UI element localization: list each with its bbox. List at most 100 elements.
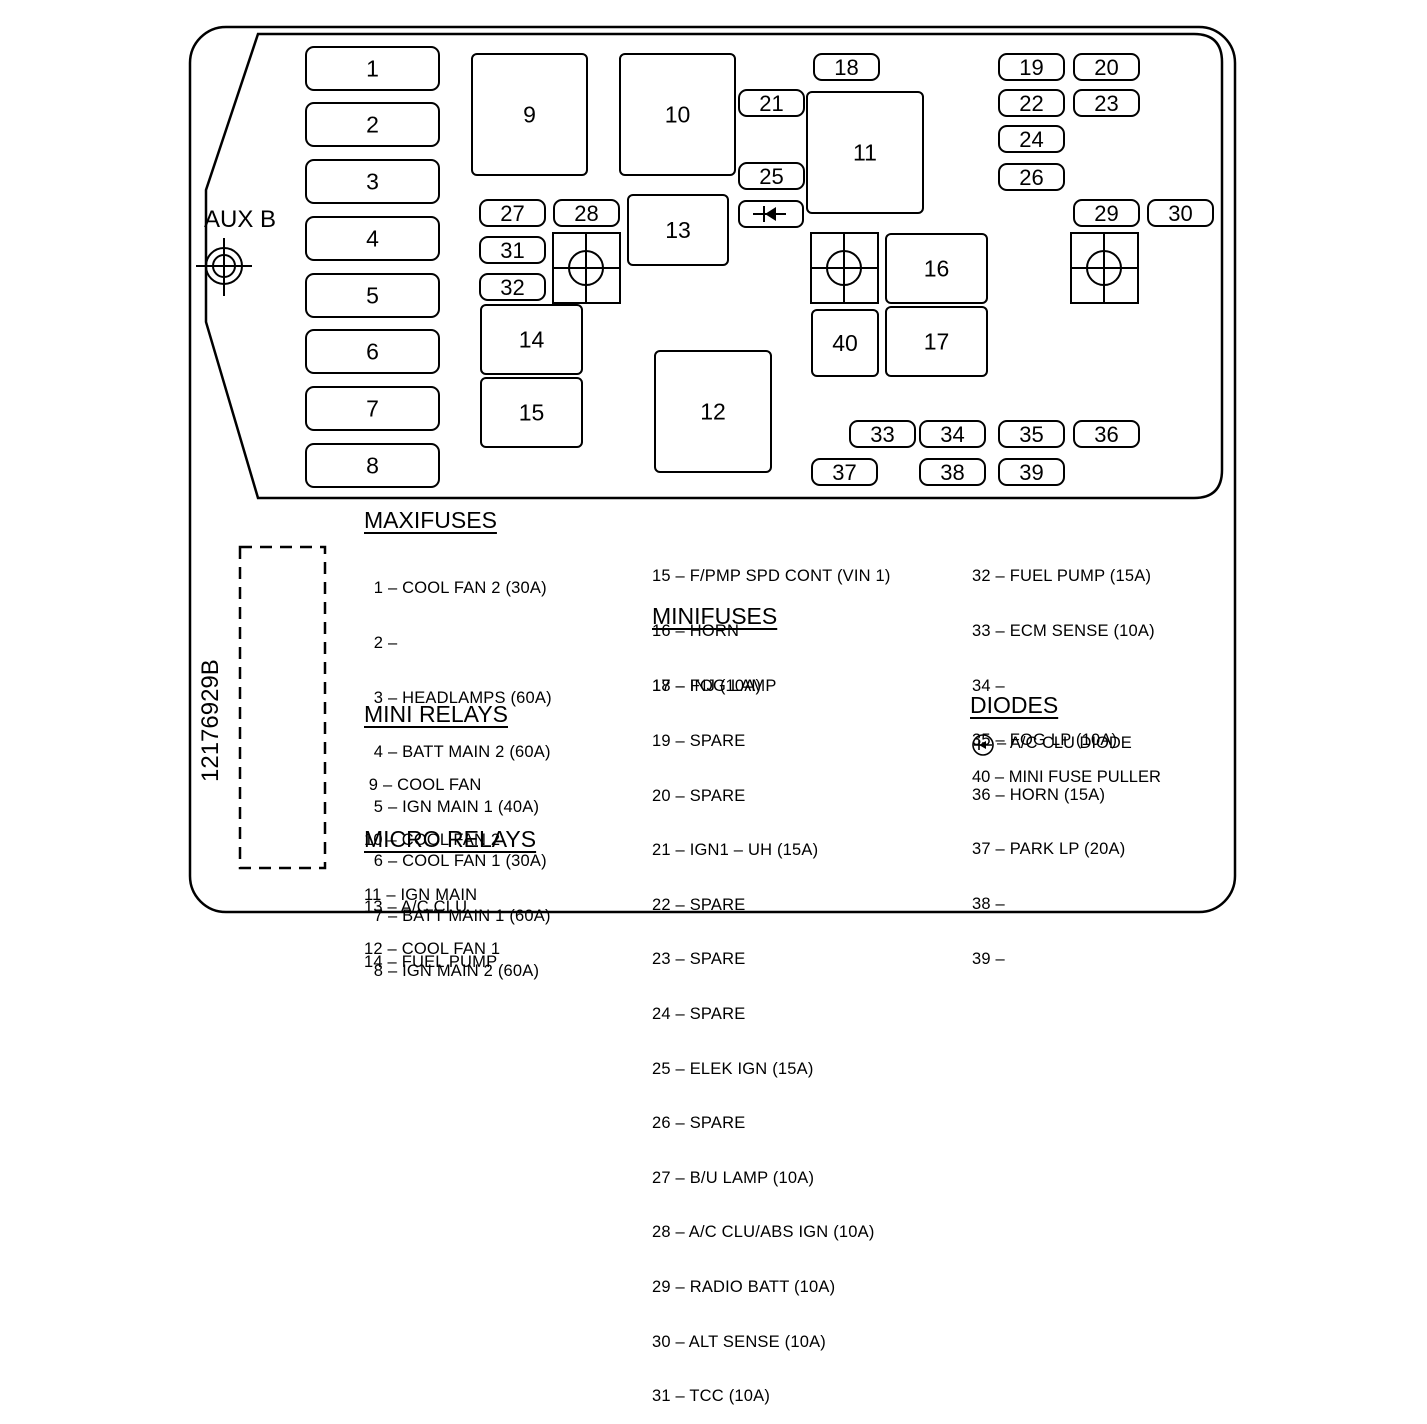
diode-legend-item: – A/C CLU DIODE: [997, 734, 1132, 752]
legend-item: 21 – IGN1 – UH (15A): [652, 841, 819, 860]
component-outline: [480, 304, 583, 375]
legend-item: 10 – COOL FAN 2: [364, 831, 501, 849]
legend-item: 32 – FUEL PUMP (15A): [972, 567, 1152, 586]
component-18: 18: [813, 53, 880, 81]
component-26: 26: [998, 163, 1065, 191]
legend-item: 3 – HEADLAMPS (60A): [369, 688, 552, 707]
component-12: 12: [654, 350, 772, 473]
component-outline: [479, 199, 546, 227]
component-label: 23: [1094, 91, 1118, 116]
component-24: 24: [998, 125, 1065, 153]
component-label: 2: [366, 112, 379, 138]
component-31: 31: [479, 236, 546, 264]
component-label: 32: [500, 275, 524, 300]
component-outline: [305, 102, 440, 147]
component-10: 10: [619, 53, 736, 176]
component-outline: [998, 420, 1065, 448]
component-39: 39: [998, 458, 1065, 486]
aux-b-terminal: [196, 238, 252, 296]
legend-item: 35 – FOG LP (10A): [972, 731, 1118, 750]
component-19: 19: [998, 53, 1065, 81]
ac-clu-diode-slot: [738, 200, 804, 228]
component-outline: [305, 443, 440, 488]
legend-item: 26 – SPARE: [652, 1114, 746, 1133]
component-outline: [1073, 53, 1140, 81]
part-number: 12176929B: [197, 659, 224, 782]
component-37: 37: [811, 458, 878, 486]
legend-item: 7 – BATT MAIN 1 (60A): [369, 906, 551, 925]
component-38: 38: [919, 458, 986, 486]
component-outline: [919, 458, 986, 486]
legend-item: 14 – FUEL PUMP: [364, 953, 498, 971]
component-40: 40: [811, 309, 879, 377]
component-label: 22: [1019, 91, 1043, 116]
component-outline: [1073, 420, 1140, 448]
component-outline: [998, 89, 1065, 117]
component-outline: [998, 458, 1065, 486]
legend-item: 22 – SPARE: [652, 895, 746, 914]
legend-item: 28 – A/C CLU/ABS IGN (10A): [652, 1223, 875, 1242]
component-label: 40: [832, 330, 858, 356]
component-label: 5: [366, 283, 379, 309]
component-20: 20: [1073, 53, 1140, 81]
stud-connector: [1070, 232, 1139, 304]
legend-item: 29 – RADIO BATT (10A): [652, 1277, 836, 1296]
label-area: [238, 545, 327, 870]
component-outline: [919, 420, 986, 448]
component-label: 36: [1094, 422, 1118, 447]
legend-item: 5 – IGN MAIN 1 (40A): [369, 797, 540, 816]
component-outline: [813, 53, 880, 81]
legend-item: 27 – B/U LAMP (10A): [652, 1168, 815, 1187]
legend-item: 25 – ELEK IGN (15A): [652, 1059, 814, 1078]
component-label: 28: [574, 201, 598, 226]
component-34: 34: [919, 420, 986, 448]
component-label: 24: [1019, 127, 1043, 152]
component-label: 4: [366, 226, 379, 252]
legend-item: 36 – HORN (15A): [972, 785, 1106, 804]
diode-symbol-icon: [972, 734, 994, 756]
component-outline: [998, 163, 1065, 191]
component-label: 31: [500, 238, 524, 263]
legend-item: 18 – INJ (10A): [652, 677, 762, 696]
component-30: 30: [1147, 199, 1214, 227]
legend-item: 1 – COOL FAN 2 (30A): [369, 579, 547, 598]
mini-relays-heading: MINI RELAYS: [364, 701, 508, 727]
component-label: 21: [759, 91, 783, 116]
minifuses-list: 18 – INJ (10A) 19 – SPARE 20 – SPARE 21 …: [652, 641, 875, 1424]
component-9: 9: [471, 53, 588, 176]
component-outline: [885, 306, 988, 377]
component-14: 14: [480, 304, 583, 375]
component-21: 21: [738, 89, 805, 117]
component-outline: [849, 420, 916, 448]
outer-housing: [188, 25, 1237, 914]
component-label: 12: [700, 399, 726, 425]
component-outline: [738, 89, 805, 117]
stud-connector: [810, 232, 879, 304]
component-label: 26: [1019, 165, 1043, 190]
component-11: 11: [806, 91, 924, 214]
legend-item: 33 – ECM SENSE (10A): [972, 622, 1155, 640]
stud-connector: [552, 232, 621, 304]
legend-item: 4 – BATT MAIN 2 (60A): [369, 743, 551, 762]
component-36: 36: [1073, 420, 1140, 448]
legend-item: 39 –: [972, 949, 1005, 968]
component-28: 28: [553, 199, 620, 227]
component-outline: [305, 386, 440, 431]
component-outline: [1147, 199, 1214, 227]
component-outline: [553, 199, 620, 227]
component-label: 17: [924, 329, 950, 355]
relays-cont-list: 15 – F/PMP SPD CONT (VIN 1) 16 – HORN 17…: [652, 531, 891, 713]
legend-item: 6 – COOL FAN 1 (30A): [369, 852, 547, 871]
component-2: 2: [305, 102, 440, 147]
component-35: 35: [998, 420, 1065, 448]
component-3: 3: [305, 159, 440, 204]
component-label: 9: [523, 102, 536, 128]
component-outline: [998, 125, 1065, 153]
legend-item: 13 – A/C CLU: [364, 898, 468, 917]
component-33: 33: [849, 420, 916, 448]
component-label: 8: [366, 453, 379, 479]
legend-item: 17 – FOG LAMP: [652, 676, 777, 695]
component-outline: [738, 162, 805, 190]
component-25: 25: [738, 162, 805, 190]
